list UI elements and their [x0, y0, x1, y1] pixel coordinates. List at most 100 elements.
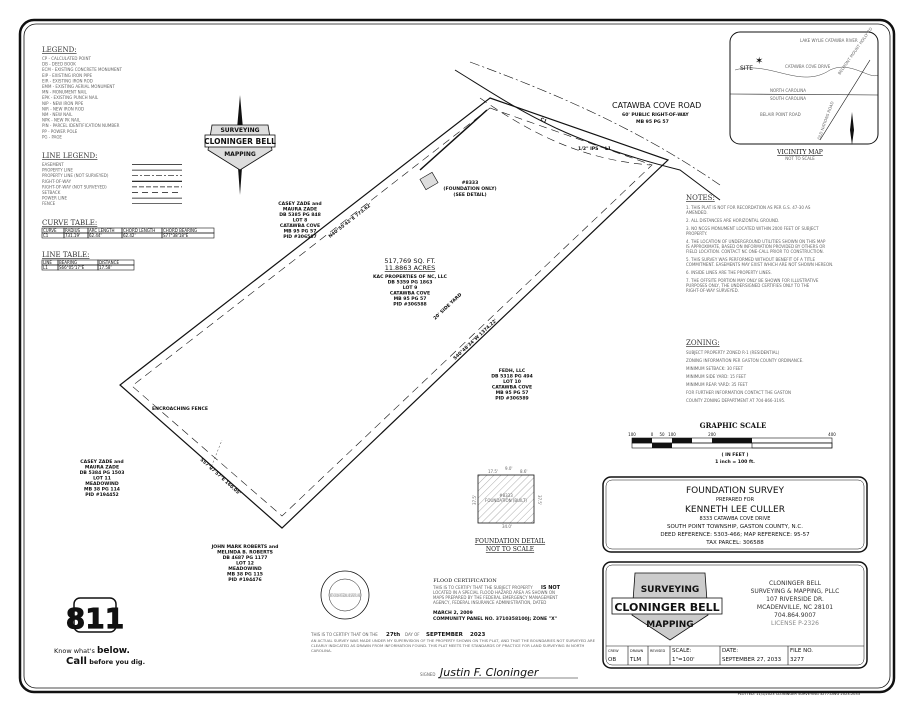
road-name: CATAWBA COVE ROAD — [612, 101, 701, 110]
line-table: LINE TABLE: LINEL1BEARINGS66°05'17"EDIST… — [41, 251, 135, 271]
line-legend-item: EASEMENT — [42, 162, 64, 167]
vicinity-label: LAKE WYLIE CATAWBA RIVER — [800, 38, 858, 43]
table-header: CHORD BEARING — [163, 228, 197, 233]
field-label: CREW — [608, 649, 619, 653]
scale-tick: 50 — [659, 432, 665, 437]
road-c1: C1 — [539, 116, 548, 124]
bearing-sw: S57°07'57"E 160.05' — [199, 457, 242, 497]
company-line: 107 RIVERSIDE DR. — [766, 596, 824, 603]
company-logo-top: SURVEYING — [641, 585, 700, 595]
table-header: CHORD LENGTH — [123, 228, 155, 233]
vicinity-subtitle: NOT TO SCALE — [785, 156, 815, 161]
road-ref: MB 95 PG 57 — [636, 119, 669, 125]
zoning-item: COUNTY ZONING DEPARTMENT AT 704-866-3195… — [686, 398, 785, 403]
legend-item: EIR - EXISTING IRON ROD — [42, 78, 93, 83]
site-star-icon: ✶ — [755, 56, 763, 67]
table-header: ARC LENGTH — [89, 228, 115, 233]
zoning-item: SUBJECT PROPERTY ZONED R-1 (RESIDENTIAL) — [686, 350, 780, 355]
table-cell-text: 731.19' — [65, 233, 80, 238]
vicinity-title: VICINITY MAP — [776, 149, 823, 156]
vicinity-site: SITE — [740, 65, 753, 72]
line-legend-item: FENCE — [42, 201, 56, 206]
foundation-label-line: (SEE DETAIL) — [453, 192, 486, 198]
notes-item: 1. THIS PLAT IS NOT FOR RECORDATION AS P… — [686, 205, 811, 215]
cert-day: 27th — [386, 632, 400, 638]
cert-body: AN ACTUAL SURVEY WAS MADE UNDER MY SUPER… — [311, 638, 596, 653]
adjoiner-label: MAURA ZADE — [85, 465, 119, 471]
graphic-scale-ratio: 1 inch = 100 ft. — [715, 459, 755, 465]
field-label: DATE: — [722, 648, 738, 654]
location: SOUTH POINT TOWNSHIP, GASTON COUNTY, N.C… — [667, 524, 803, 530]
line-legend-item: RIGHT-OF-WAY — [42, 179, 72, 184]
logo-text-middle: CLONINGER BELL — [204, 137, 276, 146]
field-value: TLM — [629, 657, 641, 663]
detail-dim: 17.5' — [488, 469, 498, 474]
adjoiner-label: CATAWBA COVE — [280, 223, 320, 229]
adjoiner-label: CASEY ZADE and — [80, 459, 123, 465]
detail-subtitle: NOT TO SCALE — [486, 546, 534, 553]
notes-item: 4. THE LOCATION OF UNDERGROUND UTILITIES… — [686, 239, 826, 254]
adjoiner-label: DB 4687 PG 1177 — [223, 555, 268, 561]
vicinity-label: BELMONT MOUNT HOLLY RD — [837, 26, 874, 75]
flood-line: MAPS PREPARED BY THE FEDERAL EMERGENCY M… — [433, 595, 558, 600]
line-legend-item: POWER LINE — [42, 196, 67, 201]
legend-item: NM - NEW NAIL — [42, 112, 73, 117]
legend-item: ECM - EXISTING CONCRETE MONUMENT — [42, 67, 122, 72]
field-value: SEPTEMBER 27, 2033 — [722, 657, 782, 663]
adjoiner-label: DB 5384 PG 1503 — [80, 470, 125, 476]
cert-year: 2023 — [470, 632, 485, 638]
detail-dim: 8.6' — [520, 469, 527, 474]
foundation-footprint — [419, 171, 439, 191]
owner-line: DB 5359 PG 1863 — [388, 280, 433, 286]
notes-item: 5. THIS SURVEY WAS PERFORMED WITHOUT BEN… — [686, 257, 833, 267]
seal-text: NORTH CAROLINA PROFESSIONAL LAND SURVEYO… — [330, 593, 360, 598]
vicinity-label: CATAWBA COVE DRIVE — [785, 64, 831, 69]
field-value: 1"=100' — [672, 657, 695, 663]
cert-day-of: DAY OF — [405, 632, 420, 637]
adjoiner-label: MAURA ZADE — [283, 207, 317, 213]
adjoiner-label: MEADOWIND — [85, 481, 119, 487]
adjoiner-label: PID #306589 — [495, 396, 529, 402]
detail-dim: 34.0' — [502, 524, 512, 529]
field-value: 3277 — [790, 657, 804, 663]
surveyor-seal: NORTH CAROLINA PROFESSIONAL LAND SURVEYO… — [320, 570, 370, 620]
graphic-scale-title: GRAPHIC SCALE — [700, 421, 767, 430]
flood-certification: FLOOD CERTIFICATION THIS IS TO CERTIFY T… — [432, 578, 561, 622]
table-header: BEARING — [59, 260, 77, 265]
legend-item: PG - PAGE — [42, 134, 62, 139]
vicinity-label: NORTH CAROLINA — [770, 88, 806, 93]
curve-table-title: CURVE TABLE: — [42, 219, 97, 227]
table-cell-text: C1 — [43, 233, 49, 238]
legend-item: EPK - EXISTING PUNCH NAIL — [42, 95, 99, 100]
title-block: FOUNDATION SURVEY PREPARED FOR KENNETH L… — [602, 476, 868, 553]
zoning-item: MINIMUM REAR YARD: 35 FEET — [686, 382, 748, 387]
adjoiner-label: LOT 10 — [503, 379, 521, 385]
table-cell-text: L1 — [43, 265, 48, 270]
tax-parcel: TAX PARCEL: 306588 — [705, 540, 764, 546]
zoning-item: MINIMUM SETBACK: 30 FEET — [686, 366, 744, 371]
foundation-label-line: #8333 — [462, 180, 479, 186]
plot-footer: PLOTTED: 11/1/2023 CLONINGER SURVEYING 3… — [738, 692, 860, 696]
flood-line: THIS IS TO CERTIFY THAT THE SUBJECT PROP… — [432, 585, 533, 590]
notes-title: NOTES: — [686, 194, 715, 202]
certification: THIS IS TO CERTIFY THAT ON THE 27th DAY … — [310, 632, 596, 679]
detail-dim: 37.5' — [537, 495, 542, 505]
address: 8333 CATAWBA COVE DRIVE — [700, 516, 771, 522]
road-edge — [454, 69, 721, 201]
line-legend-item: PROPERTY LINE — [42, 168, 73, 173]
adjoiner-label: MEADOWIND — [228, 566, 262, 572]
detail-label: FOUNDATION (BUILT) — [485, 498, 527, 503]
scale-tick: 200 — [708, 432, 716, 437]
line-legend-item: SETBACK — [42, 190, 61, 195]
cert-signed: SIGNED — [420, 672, 435, 677]
adjoiner-label: LOT 11 — [93, 476, 111, 482]
adjoiner-label: MB 95 PG 57 — [284, 229, 317, 235]
field-label: FILE NO. — [790, 648, 813, 654]
zoning-item: FOR FURTHER INFORMATION CONTACT THE GAST… — [686, 390, 791, 395]
notes-item: 7. THE OFFSITE PORTION MAY ONLY BE SHOWN… — [686, 278, 819, 293]
